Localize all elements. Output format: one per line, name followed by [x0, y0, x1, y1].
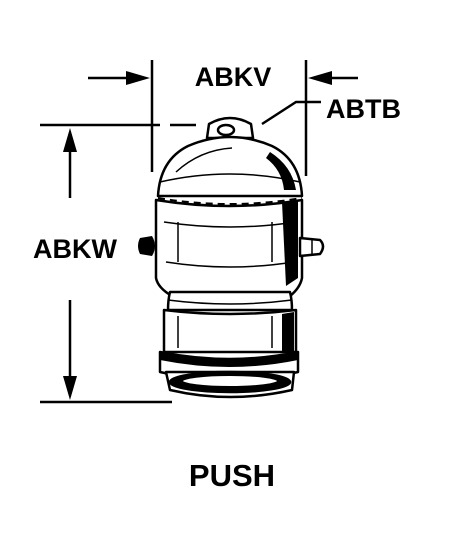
top-callout-label: ABTB — [326, 94, 401, 124]
dome-band — [159, 173, 301, 183]
caption-label: PUSH — [189, 458, 275, 493]
top-callout-leader — [261, 100, 321, 126]
height-dimension — [40, 123, 196, 404]
dome-cap — [156, 135, 304, 198]
dome-shading — [266, 152, 296, 190]
upper-shell — [154, 198, 304, 298]
height-arrow-top-head — [63, 128, 77, 152]
upper-shell-line-2 — [165, 261, 295, 268]
width-dimension-label: ABKV — [195, 62, 272, 92]
height-leader-dot — [138, 236, 155, 256]
cap-nipple-hole — [216, 123, 236, 137]
width-arrow-right-head — [308, 71, 332, 85]
upper-shell-shading — [282, 200, 298, 286]
lower-shell-shading — [282, 312, 294, 352]
shell-taper-line — [167, 299, 293, 305]
dome-highlight — [175, 147, 233, 173]
top-callout — [261, 100, 321, 126]
socket-opening-inner — [181, 374, 279, 388]
height-dimension-label: ABKW — [33, 234, 117, 264]
lampholder — [154, 116, 325, 399]
parting-ring — [157, 197, 303, 205]
shell-taper — [166, 290, 294, 312]
width-dimension — [88, 60, 358, 176]
lower-shell — [162, 308, 298, 354]
bottom-ring-shading — [160, 352, 298, 367]
width-arrow-left-head — [126, 71, 150, 85]
height-arrow-bottom-head — [63, 376, 77, 400]
